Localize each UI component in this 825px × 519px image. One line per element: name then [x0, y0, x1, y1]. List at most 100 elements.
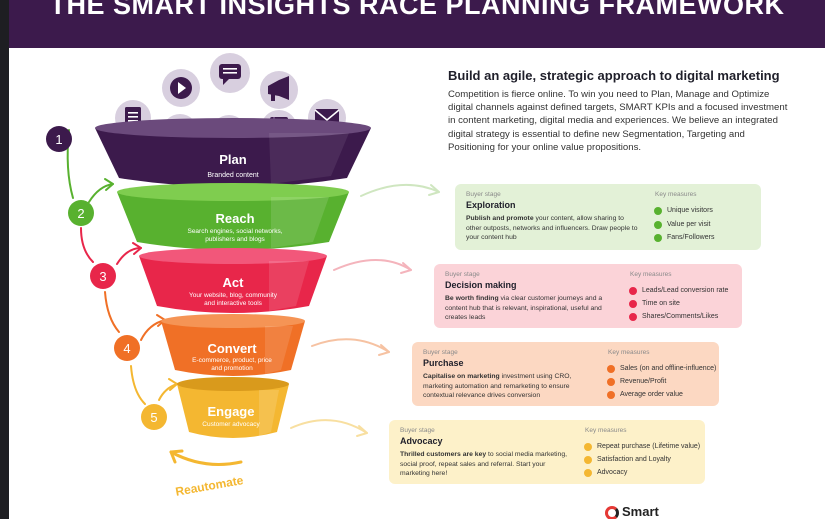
stage-number: 4: [123, 341, 130, 356]
cycle-arrow-2-3: [80, 227, 94, 263]
stage-sub: Branded content: [207, 172, 258, 179]
chat-icon: [210, 53, 250, 93]
buyer-stage-label: Buyer stage: [466, 191, 501, 198]
measure-dot: [629, 287, 637, 295]
stage-card-advocacy: Buyer stage Advocacy Thrilled customers …: [389, 420, 705, 484]
measure-dot: [607, 365, 615, 373]
card-body: Capitalise on marketing investment using…: [423, 372, 595, 401]
reach-band: [117, 183, 349, 250]
buyer-stage-label: Buyer stage: [445, 271, 480, 278]
megaphone-icon: [260, 71, 298, 109]
play-icon: [162, 69, 200, 107]
card-body-bold: Be worth finding: [445, 295, 499, 302]
measure-item: Revenue/Profit: [620, 378, 667, 385]
smart-insights-logo: Smart: [605, 504, 659, 519]
stage-sub: Customer advocacy: [202, 421, 260, 428]
measure-dot: [607, 391, 615, 399]
arrow-head-advocacy: [356, 425, 368, 437]
stage-number: 2: [77, 206, 84, 221]
logo-ring-icon: [605, 505, 619, 519]
plan-band: [95, 118, 371, 187]
stage-name: Act: [223, 275, 245, 290]
title-banner: THE SMART INSIGHTS RACE PLANNING FRAMEWO…: [9, 0, 825, 48]
stage-sub: E-commerce, product, price: [192, 357, 272, 364]
cycle-arrow-reach: [88, 183, 114, 203]
reautomate-arrow: [169, 450, 243, 466]
measure-item: Average order value: [620, 391, 683, 398]
stage-number-badge: [114, 335, 140, 361]
card-body-text: your content, allow sharing to other out…: [466, 215, 638, 242]
arrow-to-advocacy: [290, 419, 368, 434]
arrow-to-purchase: [311, 338, 390, 353]
arrow-to-exploration: [360, 183, 440, 197]
intro-heading: Build an agile, strategic approach to di…: [448, 68, 780, 83]
measure-dot: [584, 443, 592, 451]
card-body: Be worth finding via clear customer jour…: [445, 294, 610, 323]
measure-item: Shares/Comments/Likes: [642, 313, 719, 320]
measure-dot: [584, 469, 592, 477]
stage-number-badge: [46, 126, 72, 152]
stage-card-purchase: Buyer stage Purchase Capitalise on marke…: [412, 342, 719, 406]
convert-band: [161, 314, 305, 376]
stage-number-badge: [141, 404, 167, 430]
cycle-arrow-4-5: [130, 365, 146, 405]
stage-sub: and interactive tools: [204, 300, 263, 307]
measure-item: Satisfaction and Loyalty: [597, 456, 671, 463]
stage-number: 1: [55, 132, 62, 147]
buyer-stage-label: Buyer stage: [423, 349, 458, 356]
stage-card-exploration: Buyer stage Exploration Publish and prom…: [455, 184, 761, 250]
card-body-text: investment using CRO, marketing automati…: [423, 373, 572, 400]
stage-sub: publishers and blogs: [205, 236, 265, 243]
card-body-bold: Capitalise on marketing: [423, 373, 500, 380]
measure-item: Time on site: [642, 300, 680, 307]
stage-card-decision-making: Buyer stage Decision making Be worth fin…: [434, 264, 742, 328]
stage-sub: Your website, blog, community: [189, 292, 278, 299]
measure-item: Advocacy: [597, 469, 628, 476]
stage-sub: and promotion: [211, 365, 253, 372]
card-title: Purchase: [423, 358, 464, 368]
page-title: THE SMART INSIGHTS RACE PLANNING FRAMEWO…: [49, 0, 785, 20]
stage-numbers: 1 2 3 4 5: [46, 126, 167, 430]
arrow-head-decision: [400, 262, 412, 274]
stage-name: Plan: [219, 152, 247, 167]
cycle-arrowhead-reach: [104, 178, 114, 191]
measure-item: Unique visitors: [667, 207, 713, 214]
card-body-bold: Thrilled customers are key: [400, 451, 487, 458]
intro-body: Competition is fierce online. To win you…: [448, 89, 788, 153]
measure-item: Value per visit: [667, 221, 711, 228]
cycle-arrowhead-act: [132, 242, 142, 255]
arrow-head-exploration: [428, 184, 440, 196]
race-funnel: Plan Branded content Reach Search engine…: [46, 53, 440, 499]
reautomate-label: Reautomate: [174, 473, 244, 499]
stage-number: 3: [99, 269, 106, 284]
measure-dot: [607, 378, 615, 386]
measure-dot: [654, 207, 662, 215]
arrow-to-decision: [333, 259, 412, 271]
measure-item: Sales (on and offline-influence): [620, 365, 717, 372]
measure-item: Leads/Lead conversion rate: [642, 287, 729, 294]
stage-number-badge: [90, 263, 116, 289]
card-title: Decision making: [445, 280, 517, 290]
card-body-text: to social media marketing, social proof,…: [400, 451, 567, 478]
card-arrows: [290, 183, 440, 437]
cycle-arrowhead-engage: [168, 378, 178, 391]
card-title: Advocacy: [400, 436, 443, 446]
funnel-bands: [95, 118, 371, 438]
stage-number-badge: [68, 200, 94, 226]
stage-number: 5: [150, 410, 157, 425]
key-measures-label: Key measures: [655, 191, 697, 198]
card-title: Exploration: [466, 200, 516, 210]
cycle-arrow-act: [116, 247, 142, 265]
card-body: Publish and promote your content, allow …: [466, 214, 641, 243]
measure-dot: [629, 300, 637, 308]
measure-dot: [584, 456, 592, 464]
card-body: Thrilled customers are key to social med…: [400, 450, 572, 479]
cycle-arrow-3-4: [104, 291, 120, 333]
act-band: [139, 248, 327, 313]
measure-item: Repeat purchase (Lifetime value): [597, 443, 701, 450]
arrow-head-purchase: [378, 344, 390, 356]
stage-sub: Search engines, social networks,: [187, 228, 282, 235]
card-body-bold: Publish and promote: [466, 215, 534, 222]
card-body-text: via clear customer journeys and a conten…: [445, 295, 603, 322]
key-measures-label: Key measures: [608, 349, 650, 356]
